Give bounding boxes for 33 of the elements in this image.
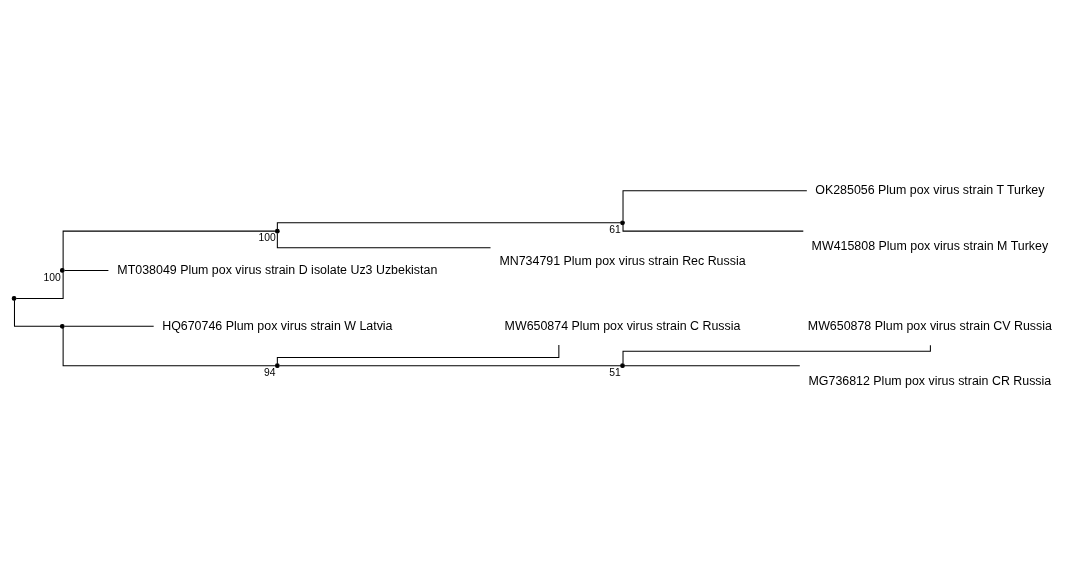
connector bbox=[64, 269, 109, 271]
node-text: HQ670746 Plum pox virus strain W Latvia bbox=[162, 318, 393, 333]
node-label: 100 bbox=[258, 231, 276, 243]
node-label: 61 bbox=[609, 223, 621, 235]
node-text: MG736812 Plum pox virus strain CR Russia bbox=[808, 373, 1052, 388]
node-point bbox=[274, 228, 280, 233]
node-text: MW650874 Plum pox virus strain C Russia bbox=[504, 318, 741, 333]
connector bbox=[279, 364, 621, 366]
node-point bbox=[274, 362, 280, 368]
node-label: 94 bbox=[264, 366, 276, 378]
connector bbox=[15, 271, 64, 299]
node-point bbox=[11, 295, 17, 301]
node-text: OK285056 Plum pox virus strain T Turkey bbox=[815, 182, 1045, 197]
connector bbox=[276, 344, 560, 364]
node-text: MT038049 Plum pox virus strain D isolate Uz3 Uzbekistan bbox=[117, 262, 438, 277]
connector bbox=[276, 221, 621, 230]
connector bbox=[623, 364, 801, 366]
connector bbox=[13, 299, 61, 327]
connector bbox=[64, 325, 155, 327]
node-label: 51 bbox=[609, 366, 621, 378]
connector bbox=[622, 223, 804, 232]
connector bbox=[62, 230, 276, 269]
connector bbox=[622, 189, 808, 221]
connector bbox=[62, 327, 276, 366]
node-point bbox=[620, 219, 625, 225]
node-point bbox=[620, 362, 625, 368]
node-point bbox=[59, 323, 65, 329]
node-text: MN734791 Plum pox virus strain Rec Russia bbox=[499, 253, 746, 268]
node-point bbox=[59, 267, 65, 273]
node-label: 100 bbox=[43, 271, 61, 283]
node-text: MW650878 Plum pox virus strain CV Russia bbox=[807, 318, 1052, 333]
connector bbox=[276, 232, 492, 248]
node-text: MW415808 Plum pox virus strain M Turkey bbox=[811, 238, 1049, 253]
